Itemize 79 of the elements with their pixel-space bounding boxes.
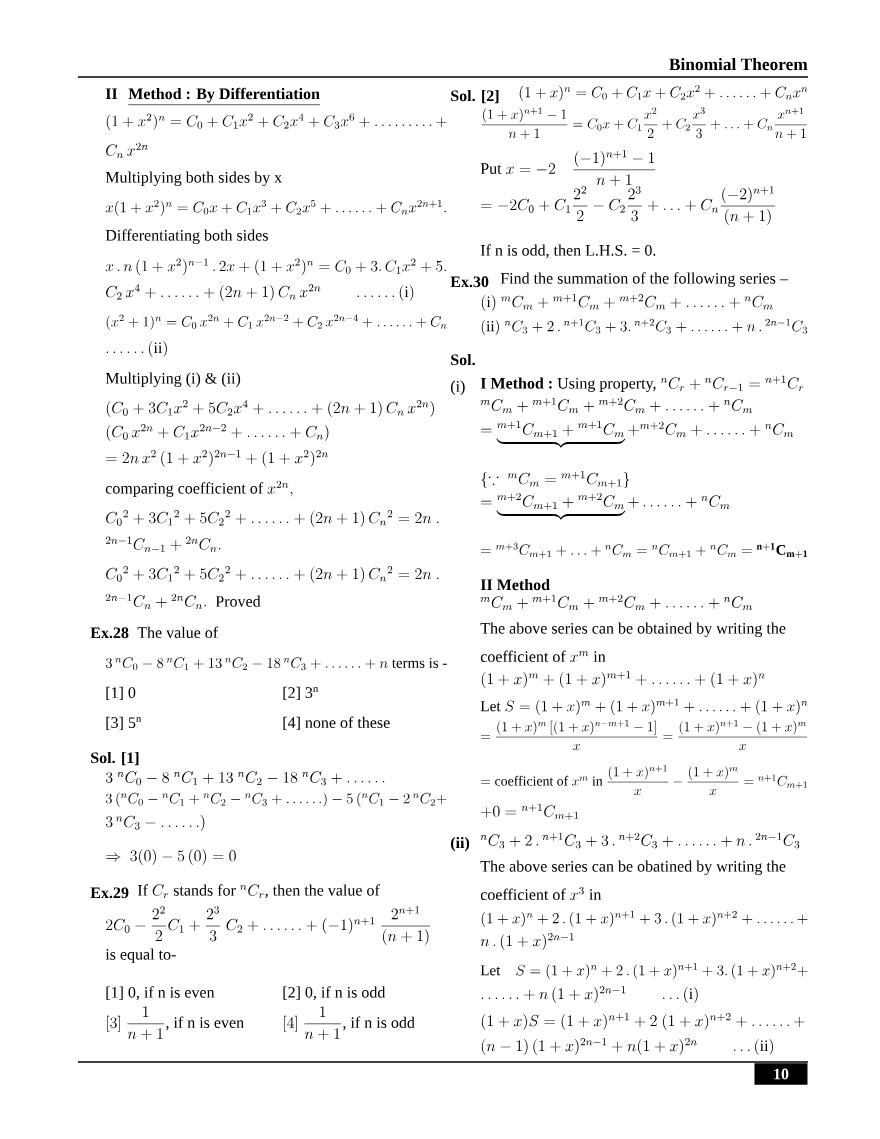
formula-line: $= \underbrace{{}^{m+2}C_{m+1} + {}^{m+2}C_m} + \ldots\ldots + {}^nC_m$ <box>481 492 730 520</box>
formula-line: $\text{Let } S = (1+x)^m + (1+x)^{m+1} + \ldots\ldots + (1+x)^n$ <box>480 698 808 715</box>
text-line: [2] 3$^{n}$ <box>283 686 319 700</box>
formula-line: $= {}^{m+3}C_{m+1} + \ldots + {}^nC_m = {}^nC_{m+1} + {}^nC_m = \mathbf{{}^{n+1}C_{m+1}}$ <box>481 542 808 558</box>
formula-line: $= -2C_0 + C_1\dfrac{2^2}{2} - C_2\dfrac{2^3}{3} + \ldots + C_n\dfrac{(-2)^{n+1}}{(n+1)}$ <box>481 186 776 225</box>
bold-heading: II Method <box>480 578 550 591</box>
formula-line: $(C_0 + 3C_1x^2 + 5C_2x^4 + \ldots\ldots + (2n+1)\,C_n\,x^{2n})$ <box>106 400 434 417</box>
formula-line: $2C_0 - \dfrac{2^2}{2}C_1 + \dfrac{2^3}{3}\ C_2 + \ldots\ldots + (-1)^{n+1}\ \dfrac{2^{n+1}}{(n+1)}$ <box>106 906 431 945</box>
bold-heading: Sol. [2] <box>451 89 499 104</box>
formula-line: ${}^nC_3 + 2\,.\,{}^{n+1}C_3 + 3\,.\,{}^{n+2}C_3 + \ldots\ldots + n\,.\,{}^{2n-1}C_3$ <box>480 832 800 849</box>
running-header: Binomial Theorem <box>669 58 808 71</box>
formula-line: $+ 0 = {}^{n+1}C_{m+1}$ <box>481 803 579 820</box>
formula-line: $(x^2+1)^n = C_0\,x^{2n} + C_1\,x^{2n-2} + C_2\,x^{2n-4} + \ldots\ldots + C_n$ <box>106 314 447 330</box>
formula-line: ${}^{2n-1}C_{n-1} + {}^{2n}C_n.$ <box>105 536 221 552</box>
formula-line: $C_0{}^2 + 3C_1{}^2 + 5C_2{}^2 + \ldots\ldots + (2n+1)\,C_n{}^2 = 2n\ .$ <box>106 510 439 527</box>
text-line: If n is odd, then L.H.S. = 0. <box>480 244 656 258</box>
text-line: [4] none of these <box>283 716 390 730</box>
formula-line: $n\,.\,(1+x)^{2n-1}$ <box>480 933 574 950</box>
formula-line: $(1+x)^n = C_0 + C_1x + C_2x^2 + \ldots\ldots + C_nx^n$ <box>519 84 808 101</box>
formula-line: ${}^{2n-1}C_n + {}^{2n}C_n.\ \ \text{Proved}$ <box>105 593 261 610</box>
formula-line: $(\mathrm{ii})\ {}^nC_3 + 2\,.\,{}^{n+1}C_3 + 3.\,{}^{n+2}C_3 + \ldots\ldots + n\,.\,{}^{2n-1}C_3$ <box>481 318 808 336</box>
bold-heading: Sol. [1] <box>91 751 139 766</box>
bold-heading: Ex.29 <box>90 887 129 899</box>
formula-line: $\dfrac{(1+x)^{n+1}-1}{n+1} = C_0x + C_1\dfrac{x^2}{2} + C_2\dfrac{x^3}{3} + \ldots + C_n\dfrac{x^{n+1}}{n+1}$ <box>481 107 807 139</box>
formula-line: $[4]\ \dfrac{1}{n+1}\text{, if n is odd}$ <box>284 1006 415 1040</box>
formula-line: $\Rightarrow\ 3(0) - 5\,(0) = 0$ <box>106 849 236 865</box>
text-line: Multiplying both sides by x <box>105 171 282 186</box>
formula-line: $= \dfrac{(1+x)^m\left[(1+x)^{n-m+1}-1\right]}{x} = \dfrac{(1+x)^{n+1}-(1+x)^m}{x}$ <box>481 720 807 751</box>
text-line: The above series can be obtained by writing the <box>480 622 786 637</box>
formula-line: $C_n\,x^{2n}$ <box>106 142 148 159</box>
text-line: is equal to- <box>105 948 176 963</box>
formula-line: ${}^mC_m + {}^{m+1}C_m + {}^{m+2}C_m + \ldots\ldots + {}^nC_m$ <box>480 594 753 611</box>
text-line: Multiplying (i) & (ii) <box>105 372 241 387</box>
formula-line: $= \text{coefficient of } x^m \text{ in } \dfrac{(1+x)^{n+1}}{x} - \dfrac{(1+x)^m}{x} = {}^{n+1}C_{m+1}$ <box>481 765 807 796</box>
formula-line: $C_0{}^2 + 3C_1{}^2 + 5C_2{}^2 + \ldots\ldots + (2n+1)\,C_n{}^2 = 2n\ .$ <box>106 566 439 583</box>
formula-line: $(1+x^2)^n = C_0 + C_1x^2 + C_2x^4 + C_3x^6 + \ldots\ldots\ldots +$ <box>106 113 447 131</box>
formula-line: $\ldots\ldots(\mathrm{ii})$ <box>106 341 167 357</box>
formula-line: $(1+x)S = (1+x)^{n+1} + 2\ (1+x)^{n+2} + \ldots\ldots +$ <box>481 1013 805 1030</box>
formula-line: $C_2\,x^4 + \ldots\ldots + (2n+1)\,C_n\,x^{2n} \qquad \ldots\ldots(\mathrm{i})$ <box>106 284 414 301</box>
formula-line: $\text{coefficient of } x^m \text{ in}$ <box>480 650 606 662</box>
formula-line: $= 2n\,x^2\,(1+x^2)^{2n-1} + (1+x^2)^{2n}$ <box>106 450 328 467</box>
bold-heading: Ex.30 <box>450 276 489 288</box>
formula-line: $\{\because\ {}^mC_m = {}^{m+1}C_{m+1}\}$ <box>481 471 630 488</box>
formula-line: $3\ {}^nC_0 - 8\ {}^nC_1 + 13\ {}^nC_2 - 18\ {}^nC_3 + \ldots\ldots$ <box>105 771 385 786</box>
text-line: [2] 0, if n is odd <box>283 986 386 1000</box>
formula-line: $\textbf{I Method :}\ \text{Using property, }{}^nC_r + {}^nC_{r-1} = {}^{n+1}C_r$ <box>480 375 804 392</box>
text-line: (i) <box>451 380 465 395</box>
formula-line: $\text{Let}\quad S = (1+x)^n + 2\,.\,(1+x)^{n+1} + 3.\,(1+x)^{n+2} +$ <box>480 963 808 980</box>
formula-line: ${}^mC_m + {}^{m+1}C_m + {}^{m+2}C_m + \ldots\ldots + {}^nC_m$ <box>480 397 753 414</box>
formula-line: $(1+x)^m + (1+x)^{m+1} + \ldots\ldots + (1+x)^n$ <box>481 671 765 688</box>
text-line: Find the summation of the following series – <box>500 272 788 287</box>
formula-line: $(1+x)^n + 2\,.\,(1+x)^{n+1} + 3\,.\,(1+x)^{n+2} + \ldots\ldots +$ <box>481 910 808 927</box>
text-line: Differentiating both sides <box>105 229 268 244</box>
text-line: [1] 0, if n is even <box>106 986 215 1000</box>
formula-line: $(\mathrm{i})\ {}^mC_m + {}^{m+1}C_m + {}^{m+2}C_m + \ldots\ldots + {}^nC_m$ <box>481 294 773 311</box>
underlined-heading: Method : By Differentiation <box>127 87 321 105</box>
bold-heading: (ii) <box>451 836 470 852</box>
formula-line: $x(1+x^2)^n = C_0x + C_1x^3 + C_2x^5 + \ldots\ldots + C_nx^{2n+1}.$ <box>105 199 446 216</box>
formula-line: $\text{Put } x = -2\quad \dfrac{(-1)^{n+1}-1}{n+1}$ <box>480 150 656 186</box>
formula-line: $(n-1)\,(1+x)^{2n-1} + n(1+x)^{2n} \qquad \ldots(\mathrm{ii})$ <box>481 1038 774 1055</box>
text-line: [3] 5$^{n}$ <box>106 716 142 730</box>
formula-line: $\text{coefficient of } x^3 \text{ in}$ <box>480 886 602 900</box>
text-line: The value of <box>137 626 219 638</box>
bold-heading: Ex.28 <box>90 627 129 639</box>
formula-line: $3\,{}^nC_0 - 8\,{}^nC_1 + 13\,{}^nC_2 - 18\,{}^nC_3 + \ldots\ldots + n\text{ terms is -}$ <box>105 657 447 671</box>
page-number: 10 <box>754 1063 808 1085</box>
formula-line: $[3]\ \dfrac{1}{n+1}\text{, if n is even}$ <box>107 1006 244 1040</box>
formula-line: $(C_0\,x^{2n} + C_1x^{2n-2} + \ldots\ldots + C_n)$ <box>106 424 329 441</box>
bold-heading: II <box>105 88 118 99</box>
text-line: [1] 0 <box>106 686 136 700</box>
formula-line: $3\,{}^nC_3 - \ldots\ldots)$ <box>105 815 205 831</box>
formula-line: $\ldots\ldots + n\,(1+x)^{2n-1} \qquad \ldots(\mathrm{i})$ <box>481 986 698 1003</box>
formula-line: $3\,({}^nC_0 - {}^nC_1 + {}^nC_2 - {}^nC_3 + \ldots\ldots) - 5\,({}^nC_1 - 2\,{}^nC_2 +$ <box>105 792 447 807</box>
formula-line: $x\,.\,n\,(1+x^2)^{n-1}\,.\,2x + (1+x^2)^n = C_0 + 3.\,C_1x^2 + 5.$ <box>105 258 446 275</box>
bold-heading: Sol. <box>451 353 475 366</box>
formula-line: $= \underbrace{{}^{m+1}C_{m+1} + {}^{m+1}C_m} + {}^{m+2}C_m + \ldots\ldots + {}^nC_m$ <box>481 420 794 448</box>
formula-line: $\text{comparing coefficient of } x^{2n},$ <box>105 480 293 497</box>
formula-line: $\text{If } C_r \text{ stands for } {}^nC_r\text{, then the value of}$ <box>137 884 380 899</box>
text-line: The above series can be obatined by writing the <box>480 860 786 875</box>
